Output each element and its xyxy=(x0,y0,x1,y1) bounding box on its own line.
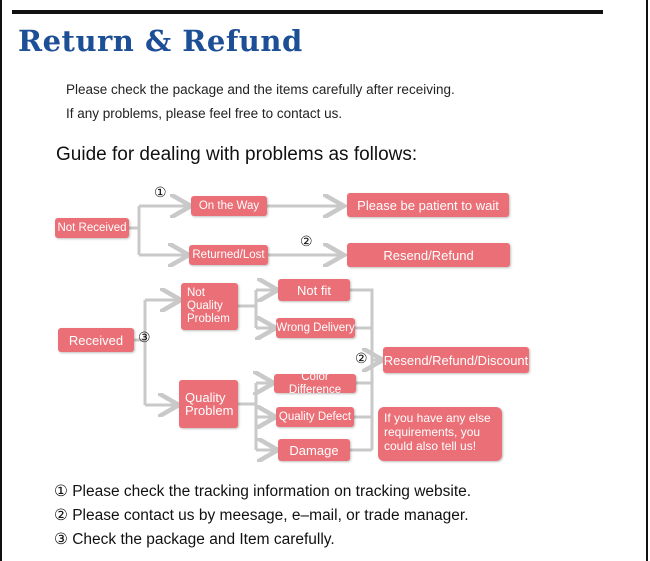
footnote-3: ③ Check the package and Item carefully. xyxy=(54,531,335,548)
top-divider xyxy=(12,10,603,14)
not-received-box: Not Received xyxy=(55,218,129,238)
marker-2-bottom: ② xyxy=(355,350,368,366)
intro-line-2: If any problems, please feel free to con… xyxy=(66,106,343,121)
received-box: Received xyxy=(58,328,134,352)
guide-heading: Guide for dealing with problems as follo… xyxy=(56,144,418,165)
not-quality-problem-box: Not Quality Problem xyxy=(181,283,238,330)
connector-lines xyxy=(129,206,380,450)
marker-2-top: ② xyxy=(300,233,313,249)
quality-defect-box: Quality Defect xyxy=(276,407,354,427)
marker-3: ③ xyxy=(138,329,151,345)
returned-lost-box: Returned/Lost xyxy=(189,245,268,265)
left-border xyxy=(0,0,2,561)
right-border xyxy=(646,0,648,561)
damage-box: Damage xyxy=(278,439,350,461)
quality-problem-box: Quality Problem xyxy=(179,380,238,428)
marker-1: ① xyxy=(154,184,167,200)
footnote-2: ② Please contact us by meesage, e–mail, … xyxy=(54,507,469,524)
note-box: If you have any else requirements, you c… xyxy=(378,407,502,461)
color-difference-box: Color Difference xyxy=(274,371,356,396)
intro-line-1: Please check the package and the items c… xyxy=(66,82,455,97)
be-patient-box: Please be patient to wait xyxy=(347,193,509,217)
resend-refund-box: Resend/Refund xyxy=(347,243,510,267)
page-title: Return & Refund xyxy=(18,24,303,58)
not-fit-box: Not fit xyxy=(278,279,350,301)
footnote-1: ① Please check the tracking information … xyxy=(54,483,472,500)
wrong-delivery-box: Wrong Delivery xyxy=(276,318,355,338)
resend-refund-discount-box: Resend/Refund/Discount xyxy=(383,347,529,373)
on-the-way-box: On the Way xyxy=(191,196,267,216)
